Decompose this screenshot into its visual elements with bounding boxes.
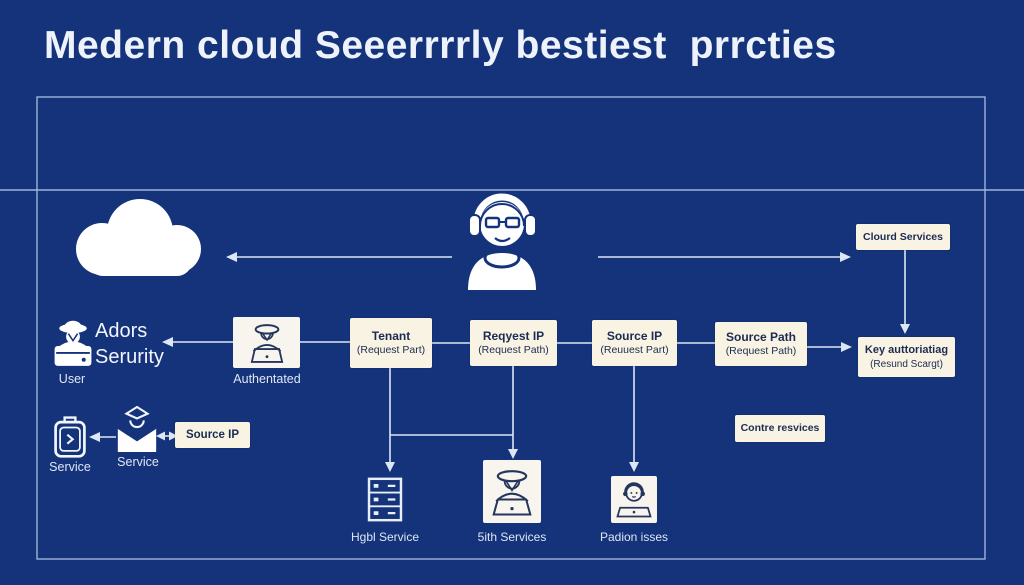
contre-services-label: Contre resvices [740, 422, 820, 434]
helpdesk-user-icon [616, 482, 652, 518]
source-path-title: Source Path [725, 330, 797, 344]
source-path-subtitle: (Request Path) [725, 345, 797, 357]
service-user-icon [492, 469, 532, 515]
page-title: Medern cloud Seeerrrrly bestiest prrctie… [44, 24, 837, 67]
cloud-services-label: Clourd Services [863, 230, 943, 243]
service-caption-1: Service [49, 460, 91, 474]
tenant-box: Tenant (Request Part) [350, 318, 432, 368]
user-heading: Adors Serurity [95, 318, 164, 370]
clipboard-service-icon [54, 416, 86, 458]
padion-issues-label: Padion isses [599, 530, 669, 544]
request-ip-title: Reqyest IP [482, 329, 545, 343]
server-rack-icon [367, 477, 403, 522]
tenant-title: Tenant [371, 329, 411, 343]
support-agent-icon [468, 193, 537, 290]
sith-services-box [483, 460, 541, 523]
mail-service-icon [117, 405, 157, 452]
cloud-icon [76, 199, 201, 276]
request-ip-subtitle: (Request Path) [478, 344, 549, 356]
source-ip-small-box: Source IP [175, 422, 250, 448]
source-ip-title: Source IP [606, 329, 663, 343]
host-service-label: Hgbl Service [350, 530, 420, 544]
authenticated-box [233, 317, 300, 368]
contre-services-box: Contre resvices [735, 415, 825, 442]
user-badge-icon [54, 320, 92, 366]
source-path-box: Source Path (Request Path) [715, 322, 807, 366]
cloud-services-box: Clourd Services [856, 224, 950, 250]
sith-services-label: 5ith Services [477, 530, 547, 544]
key-authorization-subtitle: (Resund Scargt) [870, 359, 943, 370]
request-ip-box: Reqyest IP (Request Path) [470, 320, 557, 366]
service-caption-2: Service [117, 455, 159, 469]
padion-issues-box [611, 476, 657, 523]
authenticated-user-icon [250, 323, 283, 363]
authenticated-caption: Authentated [233, 372, 301, 386]
user-heading-line2: Serurity [95, 346, 164, 368]
key-authorization-box: Key auttoriatiag (Resund Scargt) [858, 337, 955, 377]
tenant-subtitle: (Request Part) [356, 344, 426, 356]
key-authorization-title: Key auttoriatiag [864, 344, 949, 356]
source-ip-box: Source IP (Reuuest Part) [592, 320, 677, 366]
user-caption: User [58, 372, 86, 386]
source-ip-small-label: Source IP [185, 428, 240, 441]
user-heading-line1: Adors [95, 320, 148, 342]
source-ip-subtitle: (Reuuest Part) [600, 344, 669, 356]
